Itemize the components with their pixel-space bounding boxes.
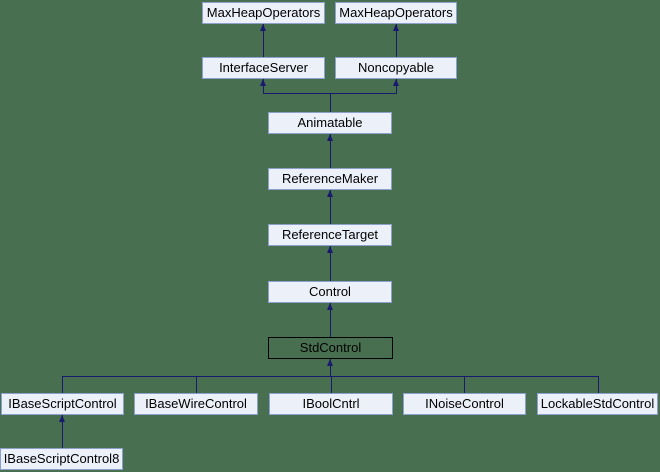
- inheritance-arrowhead-icon: [327, 134, 333, 141]
- inheritance-arrowhead-icon: [59, 415, 65, 422]
- class-node-ibasescriptcontrol[interactable]: IBaseScriptControl: [1, 393, 124, 415]
- inheritance-arrowhead-icon: [260, 24, 266, 31]
- class-node-stdcontrol: StdControl: [268, 337, 393, 359]
- class-node-ibasescriptcontrol8[interactable]: IBaseScriptControl8: [0, 448, 123, 470]
- class-node-referencetarget[interactable]: ReferenceTarget: [268, 224, 392, 246]
- edge-line: [62, 376, 599, 377]
- edge-line: [330, 93, 331, 112]
- inheritance-arrowhead-icon: [327, 246, 333, 253]
- edge-line: [263, 93, 397, 94]
- edge-line: [331, 376, 332, 393]
- class-node-interfaceserver[interactable]: InterfaceServer: [202, 57, 325, 79]
- inheritance-arrowhead-icon: [327, 359, 333, 366]
- edge-line: [330, 359, 331, 376]
- class-node-control[interactable]: Control: [268, 281, 392, 303]
- edge-line: [598, 376, 599, 393]
- edge-line: [396, 24, 397, 57]
- class-node-maxheapoperators-right[interactable]: MaxHeapOperators: [335, 2, 457, 24]
- edge-line: [330, 303, 331, 337]
- class-node-referencemaker[interactable]: ReferenceMaker: [268, 168, 392, 190]
- class-node-maxheapoperators-left[interactable]: MaxHeapOperators: [202, 2, 325, 24]
- edge-line: [263, 79, 264, 93]
- class-node-noncopyable[interactable]: Noncopyable: [335, 57, 457, 79]
- class-node-iboolcntrl[interactable]: IBoolCntrl: [269, 393, 393, 415]
- class-node-animatable[interactable]: Animatable: [268, 112, 392, 134]
- inheritance-arrowhead-icon: [327, 303, 333, 310]
- class-node-lockablestdcontrol[interactable]: LockableStdControl: [537, 393, 658, 415]
- edge-line: [330, 134, 331, 168]
- edge-line: [396, 79, 397, 93]
- edge-line: [62, 415, 63, 448]
- edge-line: [330, 190, 331, 224]
- inheritance-arrowhead-icon: [260, 79, 266, 86]
- edge-line: [62, 376, 63, 393]
- edge-line: [196, 376, 197, 393]
- class-node-inoisecontrol[interactable]: INoiseControl: [403, 393, 526, 415]
- edge-line: [263, 24, 264, 57]
- class-node-ibasewirecontrol[interactable]: IBaseWireControl: [134, 393, 258, 415]
- inheritance-arrowhead-icon: [393, 79, 399, 86]
- edge-line: [464, 376, 465, 393]
- inheritance-arrowhead-icon: [327, 190, 333, 197]
- inheritance-arrowhead-icon: [393, 24, 399, 31]
- edge-line: [330, 246, 331, 281]
